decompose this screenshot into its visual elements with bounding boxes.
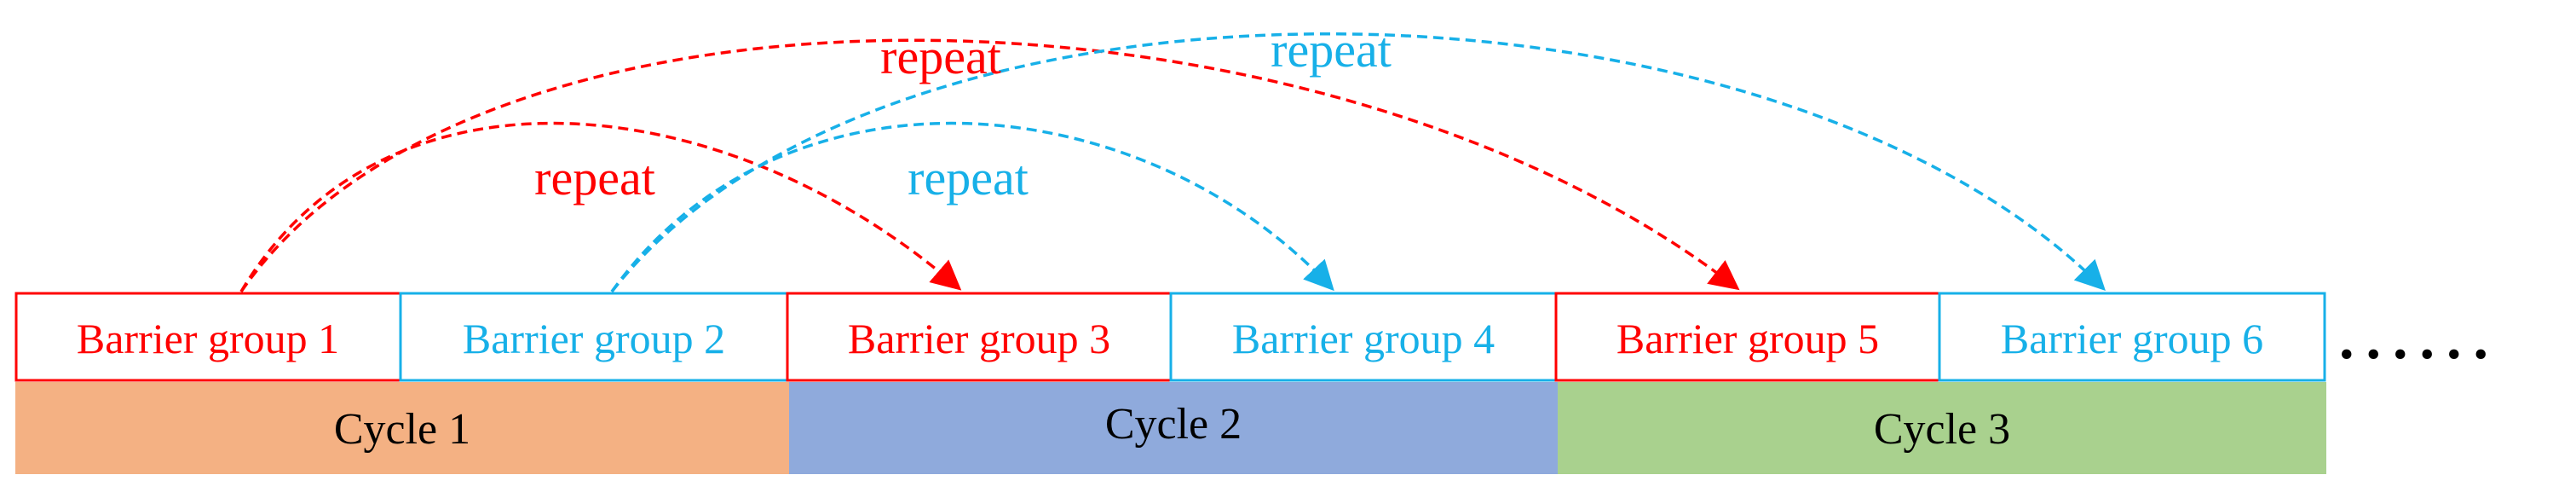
- repeat-label-blue-inner: repeat: [908, 150, 1029, 206]
- barrier-group-1-label: Barrier group 1: [77, 315, 339, 362]
- barrier-group-4-label: Barrier group 4: [1232, 315, 1495, 362]
- barrier-group-5: Barrier group 5: [1554, 292, 1941, 382]
- barrier-group-6-label: Barrier group 6: [2001, 315, 2263, 362]
- cycle-bar-1: Cycle 1: [15, 382, 789, 474]
- barrier-group-3: Barrier group 3: [786, 292, 1173, 382]
- repeat-arrow-red-inner: [239, 121, 962, 292]
- repeat-label-red-outer: repeat: [880, 29, 1001, 84]
- cycle-3-label: Cycle 3: [1874, 405, 2010, 454]
- cycle-2-label: Cycle 2: [1105, 400, 1242, 449]
- repeat-arrow-red-outer: [239, 38, 1740, 292]
- barrier-group-4: Barrier group 4: [1169, 292, 1558, 382]
- cycle-bar-2: Cycle 2: [789, 382, 1558, 474]
- barrier-group-1: Barrier group 1: [14, 292, 402, 382]
- cycle-bar-3: Cycle 3: [1558, 382, 2326, 474]
- barrier-group-2-label: Barrier group 2: [463, 315, 725, 362]
- ellipsis: ......: [2339, 306, 2500, 372]
- barrier-group-2: Barrier group 2: [399, 292, 789, 382]
- repeat-label-blue-outer: repeat: [1271, 22, 1392, 78]
- barrier-group-5-label: Barrier group 5: [1616, 315, 1879, 362]
- barrier-group-6: Barrier group 6: [1938, 292, 2326, 382]
- repeat-arrow-blue-outer: [610, 32, 2106, 293]
- repeat-label-red-inner: repeat: [534, 150, 655, 206]
- barrier-group-3-label: Barrier group 3: [848, 315, 1110, 362]
- cycle-1-label: Cycle 1: [334, 405, 470, 454]
- repeat-arrow-blue-inner: [610, 121, 1334, 293]
